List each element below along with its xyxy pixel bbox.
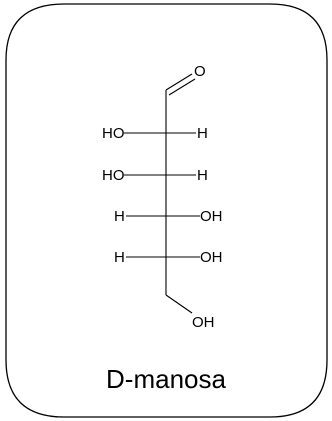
row-1-left-label: HO <box>102 125 125 142</box>
row-2-right-label: H <box>197 167 208 184</box>
terminal-bond <box>165 294 193 314</box>
compound-name: D-manosa <box>106 364 226 394</box>
aldehyde-double-bond-1 <box>165 73 193 91</box>
row-2-left-label: HO <box>102 167 125 184</box>
card-border <box>5 3 328 418</box>
row-1-right-label: H <box>197 125 208 142</box>
row-4-right-label: OH <box>200 249 223 266</box>
aldehyde-oxygen-label: O <box>194 63 206 80</box>
row-4-left-label: H <box>114 249 125 266</box>
row-3-left-label: H <box>114 208 125 225</box>
aldehyde-double-bond-2 <box>168 78 196 96</box>
terminal-oh-label: OH <box>192 314 215 331</box>
row-3-right-label: OH <box>200 208 223 225</box>
